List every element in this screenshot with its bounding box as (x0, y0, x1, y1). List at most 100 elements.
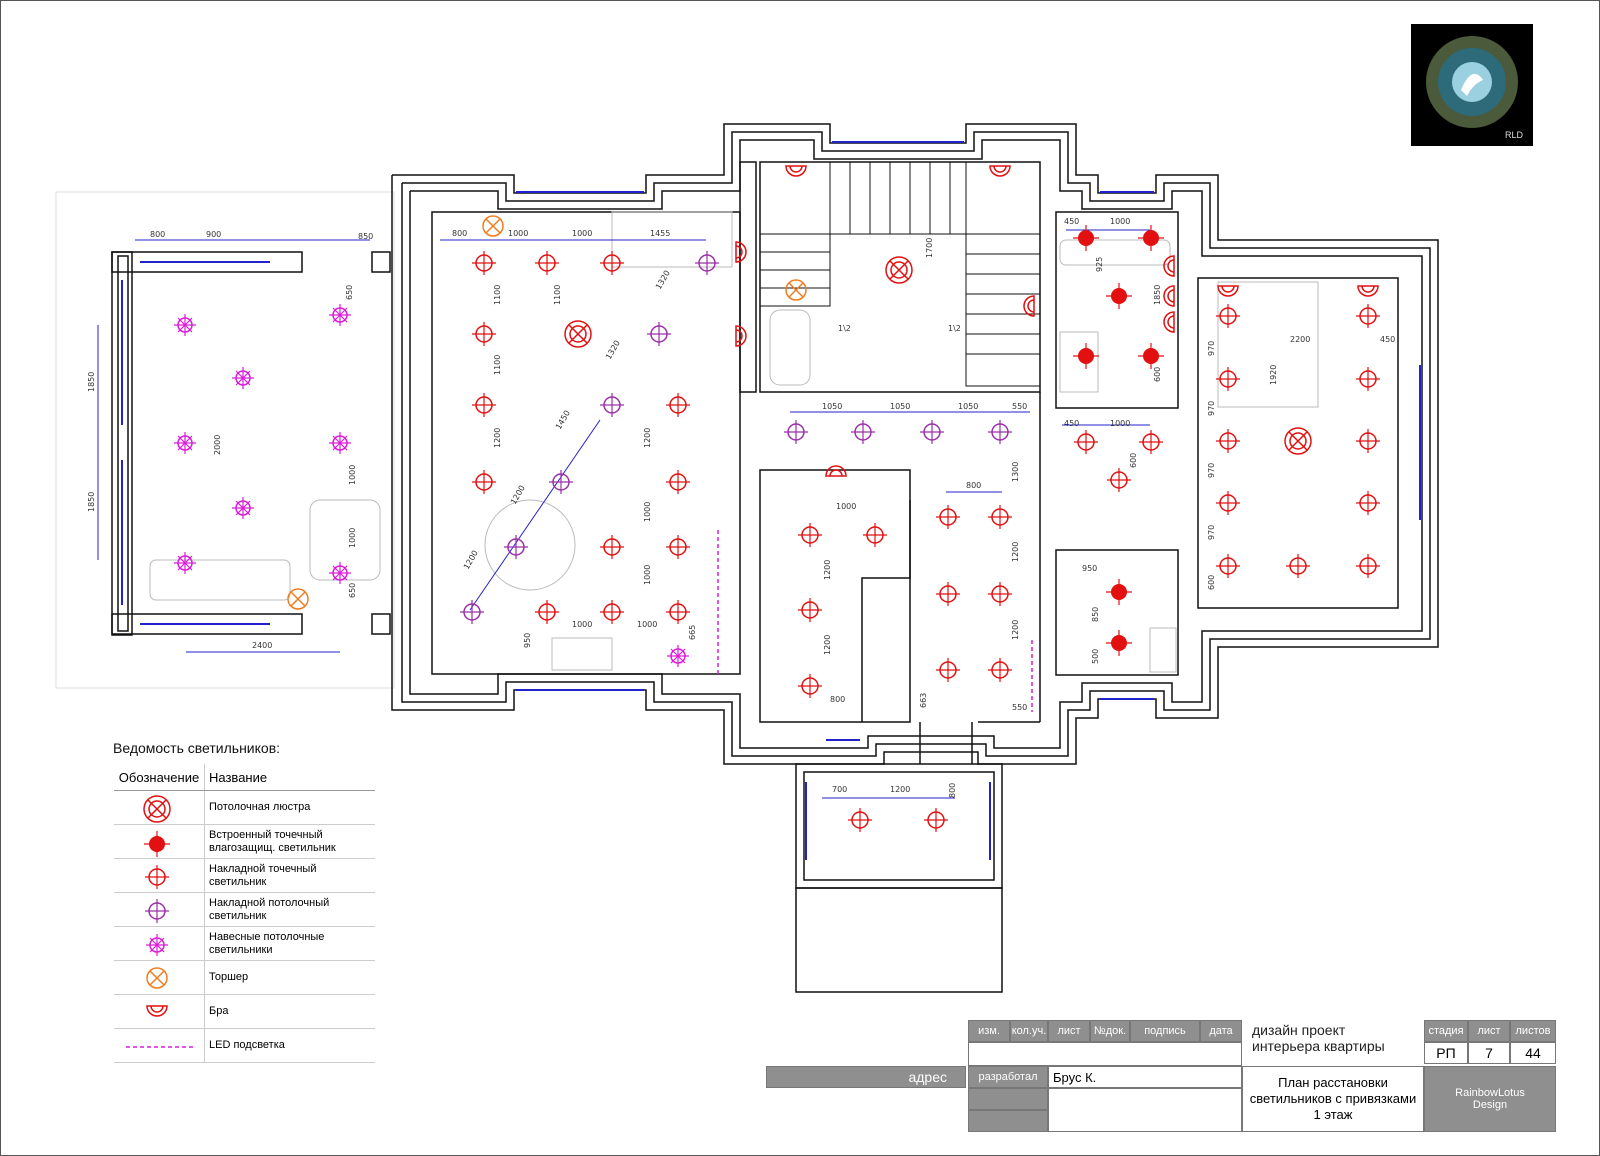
surface-spot-icon (1215, 303, 1241, 329)
surface-spot-icon (471, 321, 497, 347)
tb-header-sheets: листов (1510, 1020, 1556, 1042)
dim-label: 950 (1082, 564, 1097, 573)
porch (795, 763, 1003, 993)
tb-header-kol: кол.уч. (1010, 1020, 1048, 1042)
dim-label: 1200 (643, 428, 652, 448)
surface-spot-icon (1106, 467, 1132, 493)
recessed-waterproof-spot-icon (1105, 282, 1133, 310)
dim-label: 1\2 (948, 324, 961, 333)
surface-spot-icon (797, 597, 823, 623)
dim-label: 1000 (1110, 217, 1130, 226)
dim-label: 1200 (1011, 542, 1020, 562)
tb-header-date: дата (1200, 1020, 1242, 1042)
pendant-light-icon (173, 551, 197, 575)
wall-sconce-icon (989, 165, 1011, 177)
tb-developed-label: разработал (968, 1066, 1048, 1088)
dim-label: 850 (358, 232, 373, 241)
dim-label: 450 (1064, 419, 1079, 428)
dim-label: 1200 (823, 560, 832, 580)
surface-spot-icon (471, 392, 497, 418)
surface-ceiling-light-icon (987, 419, 1013, 445)
tb-drawing-title: План расстановки светильников с привязка… (1242, 1066, 1424, 1132)
wall-sconce-icon (785, 165, 807, 177)
terrace-outline (55, 191, 395, 689)
surface-spot-icon (935, 581, 961, 607)
dim-label: 600 (1153, 367, 1162, 382)
legend-col-symbol: Обозначение (114, 764, 205, 791)
surface-spot-icon (1138, 429, 1164, 455)
logo-text: RLD (1505, 130, 1524, 140)
pendant-light-icon (173, 313, 197, 337)
dim-label: 800 (150, 230, 165, 239)
legend-table: Обозначение Название Потолочная люстра В… (114, 764, 375, 1063)
surface-spot-icon (987, 581, 1013, 607)
surface-spot-icon (1215, 490, 1241, 516)
company-logo: RLD (1411, 24, 1533, 146)
recessed-waterproof-spot-icon (1072, 224, 1100, 252)
dim-label: 700 (832, 785, 847, 794)
dim-label: 550 (1012, 402, 1027, 411)
dim-label: 1320 (604, 339, 622, 361)
legend-item-name: Торшер (204, 960, 375, 995)
dim-label: 1050 (890, 402, 910, 411)
legend-item-name: Потолочная люстра (204, 790, 375, 825)
surface-ceiling-light-icon (599, 392, 625, 418)
surface-spot-icon (534, 250, 560, 276)
dim-label: 1000 (643, 565, 652, 585)
surface-ceiling-light-icon (783, 419, 809, 445)
surface-spot-icon (599, 250, 625, 276)
legend-item-name: LED подсветка (204, 1028, 375, 1063)
wall-sconce-icon (1163, 311, 1175, 333)
pendant-light-icon (231, 496, 255, 520)
surface-ceiling-light-icon (694, 250, 720, 276)
dim-label: 1200 (493, 428, 502, 448)
legend-item-name: Накладной потолочный светильник (204, 892, 375, 927)
dim-label: 1000 (572, 620, 592, 629)
surface-spot-icon (987, 504, 1013, 530)
dim-label: 1200 (823, 635, 832, 655)
dim-label: 2400 (252, 641, 272, 650)
surface-spot-icon (599, 534, 625, 560)
recessed-waterproof-spot-icon (1105, 578, 1133, 606)
floor-lamp-icon (287, 588, 309, 610)
surface-ceiling-light-icon (646, 321, 672, 347)
staircase (759, 161, 1041, 387)
wall-sconce-icon (1357, 285, 1379, 297)
dimension-labels: 800 900 850 650 1850 2000 1850 1000 1000… (87, 217, 1395, 798)
dim-label: 1700 (925, 238, 934, 258)
house-walls (391, 123, 1439, 765)
surface-spot-icon (797, 673, 823, 699)
pendant-light-icon (328, 561, 352, 585)
dim-label: 550 (1012, 703, 1027, 712)
legend-item-name: Встроенный точечный влагозащищ. светильн… (204, 824, 375, 859)
tb-header-stage: стадия (1424, 1020, 1468, 1042)
tb-developer: Брус К. (1048, 1066, 1242, 1088)
dim-label: 800 (452, 229, 467, 238)
surface-spot-icon (935, 504, 961, 530)
dim-label: 600 (1129, 453, 1138, 468)
surface-spot-icon (1215, 553, 1241, 579)
dim-label: 600 (1207, 575, 1216, 590)
dim-label: 1100 (493, 285, 502, 305)
wall-sconce-icon (1163, 255, 1175, 277)
furniture-outline (149, 211, 1319, 673)
legend-item-name: Бра (204, 994, 375, 1029)
legend-title: Ведомость светильников: (113, 740, 281, 756)
tb-address-label: адрес (766, 1066, 966, 1088)
dim-label: 1850 (87, 372, 96, 392)
dim-label: 1\2 (838, 324, 851, 333)
surface-ceiling-light-icon (919, 419, 945, 445)
dim-label: 1000 (643, 502, 652, 522)
dim-label: 1100 (493, 355, 502, 375)
windows (516, 141, 1421, 860)
surface-spot-icon (847, 807, 873, 833)
surface-spot-icon (665, 392, 691, 418)
dim-label: 800 (948, 783, 957, 798)
dim-label: 1000 (572, 229, 592, 238)
surface-spot-icon (665, 534, 691, 560)
legend-item-name: Накладной точечный светильник (204, 858, 375, 893)
wall-sconce-icon (735, 241, 747, 263)
dim-label: 2000 (213, 435, 222, 455)
surface-spot-icon (665, 469, 691, 495)
tb-header-list: лист (1048, 1020, 1090, 1042)
